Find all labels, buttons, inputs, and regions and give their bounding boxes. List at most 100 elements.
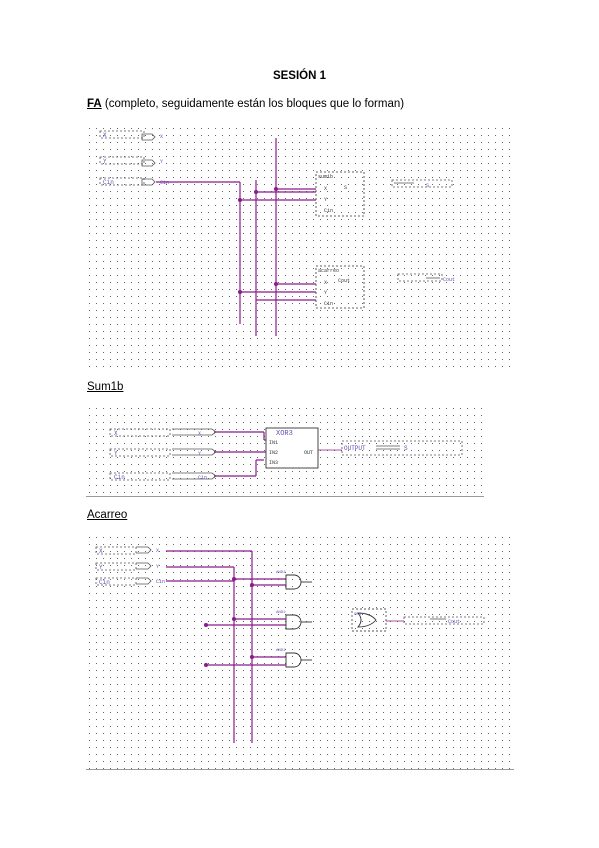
grid-dot — [355, 537, 356, 538]
grid-dot — [460, 135, 461, 136]
grid-dot — [397, 691, 398, 692]
sum1b-xor3-gate[interactable]: XOR3 IN1 IN2 IN3 OUT — [265, 427, 319, 469]
grid-dot — [173, 614, 174, 615]
grid-dot — [215, 296, 216, 297]
grid-dot — [145, 163, 146, 164]
grid-dot — [299, 712, 300, 713]
grid-dot — [159, 443, 160, 444]
grid-dot — [166, 593, 167, 594]
grid-dot — [362, 677, 363, 678]
grid-dot — [383, 579, 384, 580]
grid-dot — [306, 642, 307, 643]
grid-dot — [495, 649, 496, 650]
grid-dot — [397, 177, 398, 178]
grid-dot — [306, 726, 307, 727]
grid-dot — [110, 261, 111, 262]
grid-dot — [404, 565, 405, 566]
grid-dot — [243, 289, 244, 290]
grid-dot — [236, 492, 237, 493]
grid-dot — [495, 240, 496, 241]
grid-dot — [334, 282, 335, 283]
grid-dot — [397, 485, 398, 486]
grid-dot — [299, 366, 300, 367]
grid-dot — [474, 177, 475, 178]
grid-dot — [327, 663, 328, 664]
grid-dot — [89, 558, 90, 559]
grid-dot — [145, 324, 146, 325]
fa-block-acarreo[interactable]: acarreo X Y Cin Cout — [315, 265, 365, 309]
grid-dot — [180, 698, 181, 699]
grid-dot — [285, 485, 286, 486]
grid-dot — [320, 544, 321, 545]
fa-block-sum1b[interactable]: sum1b X Y Cin S — [315, 171, 365, 217]
grid-dot — [145, 558, 146, 559]
grid-dot — [439, 310, 440, 311]
grid-dot — [257, 635, 258, 636]
grid-dot — [376, 572, 377, 573]
grid-dot — [495, 282, 496, 283]
grid-dot — [278, 663, 279, 664]
grid-dot — [264, 408, 265, 409]
grid-dot — [313, 289, 314, 290]
grid-dot — [432, 247, 433, 248]
grid-dot — [208, 345, 209, 346]
grid-dot — [460, 219, 461, 220]
grid-dot — [257, 457, 258, 458]
grid-dot — [383, 317, 384, 318]
grid-dot — [481, 184, 482, 185]
grid-dot — [89, 191, 90, 192]
grid-dot — [502, 310, 503, 311]
grid-dot — [383, 331, 384, 332]
grid-dot — [474, 170, 475, 171]
grid-dot — [453, 740, 454, 741]
grid-dot — [208, 492, 209, 493]
grid-dot — [439, 565, 440, 566]
grid-dot — [257, 289, 258, 290]
grid-dot — [432, 163, 433, 164]
grid-dot — [432, 593, 433, 594]
grid-dot — [495, 191, 496, 192]
grid-dot — [243, 254, 244, 255]
grid-dot — [103, 478, 104, 479]
grid-dot — [369, 324, 370, 325]
grid-dot — [376, 768, 377, 769]
grid-dot — [264, 163, 265, 164]
grid-dot — [299, 670, 300, 671]
grid-dot — [152, 198, 153, 199]
grid-dot — [124, 310, 125, 311]
grid-dot — [145, 565, 146, 566]
grid-dot — [229, 247, 230, 248]
grid-dot — [299, 649, 300, 650]
grid-dot — [145, 135, 146, 136]
grid-dot — [229, 537, 230, 538]
grid-dot — [145, 212, 146, 213]
grid-dot — [236, 726, 237, 727]
grid-dot — [509, 754, 510, 755]
grid-dot — [208, 478, 209, 479]
grid-dot — [159, 205, 160, 206]
grid-dot — [96, 443, 97, 444]
grid-dot — [173, 247, 174, 248]
grid-dot — [299, 544, 300, 545]
grid-dot — [418, 478, 419, 479]
grid-dot — [425, 359, 426, 360]
grid-dot — [446, 331, 447, 332]
grid-dot — [369, 600, 370, 601]
grid-dot — [173, 705, 174, 706]
grid-dot — [299, 205, 300, 206]
grid-dot — [404, 537, 405, 538]
grid-dot — [341, 163, 342, 164]
grid-dot — [404, 268, 405, 269]
grid-dot — [138, 198, 139, 199]
grid-dot — [369, 296, 370, 297]
grid-dot — [460, 565, 461, 566]
grid-dot — [320, 338, 321, 339]
grid-dot — [208, 670, 209, 671]
grid-dot — [418, 317, 419, 318]
grid-dot — [257, 663, 258, 664]
grid-dot — [110, 670, 111, 671]
grid-dot — [208, 247, 209, 248]
grid-dot — [313, 698, 314, 699]
grid-dot — [152, 331, 153, 332]
grid-dot — [390, 240, 391, 241]
